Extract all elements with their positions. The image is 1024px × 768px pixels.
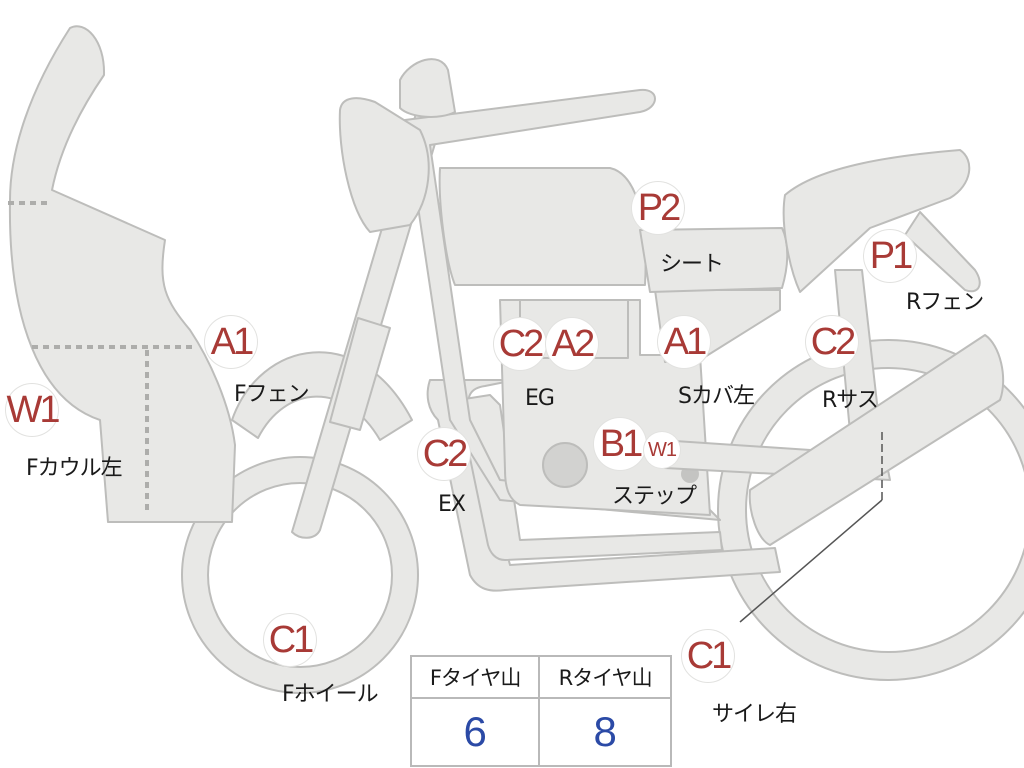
part-label-step: ステップ xyxy=(612,484,697,509)
part-label-scover-left: Sカバ左 xyxy=(678,384,755,409)
part-label-ffender: Fフェン xyxy=(234,382,310,407)
grade-badge-b1-step: B1 xyxy=(594,418,646,470)
grade-badge-a1-scover: A1 xyxy=(658,316,710,368)
grade-badge-a1-ffender: A1 xyxy=(205,316,257,368)
part-label-rfender: Rフェン xyxy=(906,290,984,315)
grade-badge-w1-fcowl: W1 xyxy=(6,384,61,436)
part-label-fwheel: Fホイール xyxy=(282,682,379,707)
part-label-eg: EG xyxy=(525,386,555,411)
rear-fender xyxy=(904,211,981,293)
rear-tire-label: Rタイヤ山 xyxy=(538,655,672,699)
grade-badge-c1-muffler: C1 xyxy=(682,630,734,682)
front-tire-label: Fタイヤ山 xyxy=(409,655,541,699)
handlebar xyxy=(399,58,456,118)
fork-guard xyxy=(329,317,391,431)
exhaust-inner xyxy=(457,394,723,561)
part-label-rsus: Rサス xyxy=(822,388,879,413)
fuel-tank xyxy=(438,167,647,286)
grade-badge-c2-eg: C2 xyxy=(494,318,546,370)
front-tire-value: 6 xyxy=(409,697,541,767)
rear-tire-value: 8 xyxy=(538,697,672,767)
part-label-seat: シート xyxy=(660,252,724,277)
engine-cover xyxy=(542,442,588,488)
rear-cowl xyxy=(782,149,971,293)
muffler xyxy=(748,334,1005,546)
headlight xyxy=(338,97,430,233)
seat xyxy=(639,227,789,293)
grade-badge-c2-ex: C2 xyxy=(418,428,470,480)
grade-badge-w1-step: W1 xyxy=(644,432,680,468)
front-wheel xyxy=(181,456,419,694)
part-label-ex: EX xyxy=(438,492,466,517)
grade-badge-a2-eg: A2 xyxy=(546,318,598,370)
front-cowl xyxy=(8,25,236,523)
grade-badge-c1-fwheel: C1 xyxy=(264,614,316,666)
leader-line xyxy=(739,499,883,623)
tire-tread-table: Fタイヤ山 Rタイヤ山 6 8 xyxy=(409,655,672,767)
part-label-muffler-right: サイレ右 xyxy=(712,702,797,727)
main-frame xyxy=(404,88,721,521)
grade-badge-c2-rsus: C2 xyxy=(806,316,858,368)
grade-badge-p2-seat: P2 xyxy=(632,182,684,234)
grade-badge-p1-rfender: P1 xyxy=(864,230,916,282)
part-label-fcowl-left: Fカウル左 xyxy=(26,456,123,481)
